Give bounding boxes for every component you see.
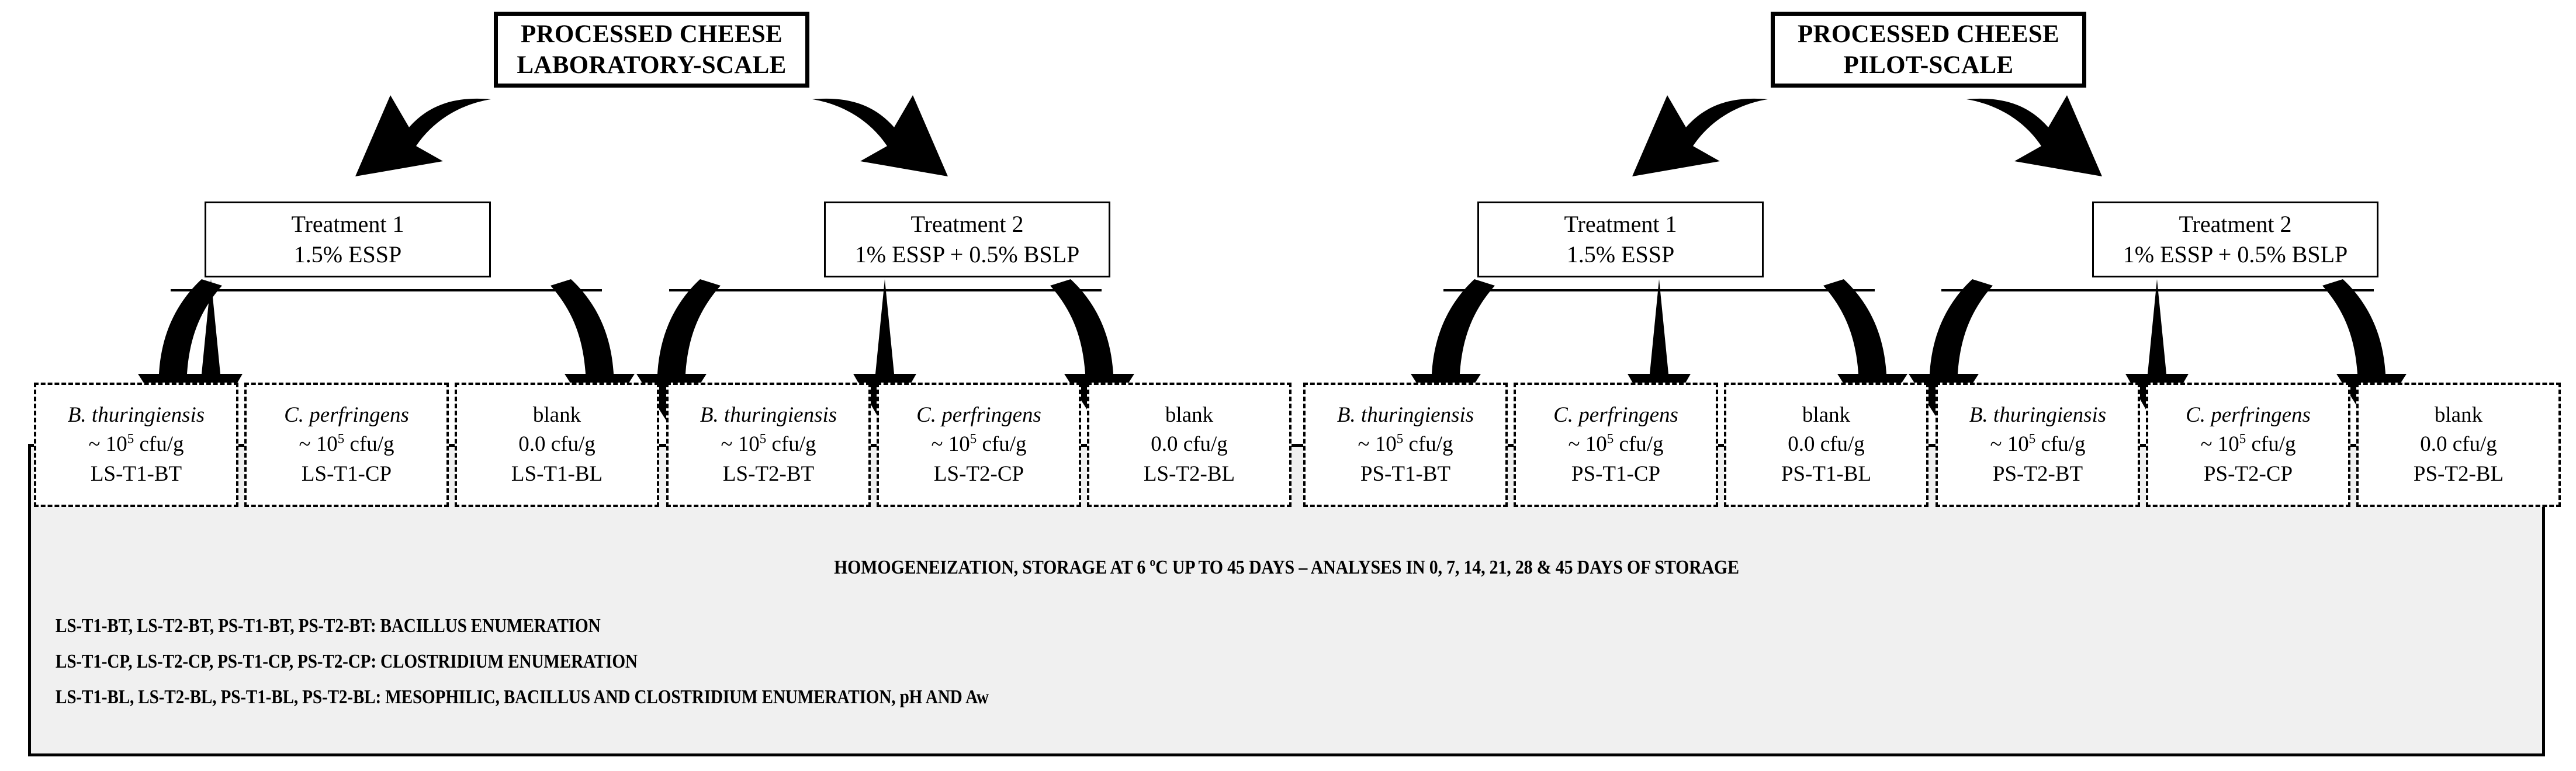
cell-count: 0.0 cfu/g <box>1788 432 1865 457</box>
organism-name: blank <box>2434 403 2483 428</box>
arrow-ps-title-to-t2 <box>1966 95 2102 176</box>
sample-box-ps-t2-cp: C. perfringens ~ 105 cfu/g PS-T2-CP <box>2146 383 2350 507</box>
sample-code: LS-T1-BT <box>90 461 182 486</box>
legend-line-blank: LS-T1-BL, LS-T2-BL, PS-T1-BL, PS-T2-BL: … <box>56 686 989 708</box>
sample-box-ls-t1-cp: C. perfringens ~ 105 cfu/g LS-T1-CP <box>244 383 449 507</box>
sample-code: LS-T2-BT <box>722 461 815 486</box>
treatment-box-ps-t1: Treatment 1 1.5% ESSP <box>1477 202 1764 277</box>
sample-box-ls-t2-bt: B. thuringiensis ~ 105 cfu/g LS-T2-BT <box>666 383 871 507</box>
organism-name: B. thuringiensis <box>1337 403 1474 428</box>
cell-count: ~ 105 cfu/g <box>88 432 184 457</box>
organism-name: blank <box>1802 403 1851 428</box>
sample-code: LS-T2-CP <box>933 461 1024 486</box>
treatment-line-2: 1.5% ESSP <box>293 241 402 268</box>
sample-code: PS-T2-BT <box>1992 461 2083 486</box>
organism-name: C. perfringens <box>1553 403 1678 428</box>
cell-count: ~ 105 cfu/g <box>721 432 816 457</box>
organism-name: B. thuringiensis <box>1969 403 2107 428</box>
organism-name: C. perfringens <box>916 403 1041 428</box>
title-box-pilot-scale: PROCESSED CHEESE PILOT-SCALE <box>1771 12 2086 88</box>
treatment-line-2: 1% ESSP + 0.5% BSLP <box>854 241 1080 268</box>
sample-box-ps-t2-bt: B. thuringiensis ~ 105 cfu/g PS-T2-BT <box>1936 383 2140 507</box>
title-line-1: PROCESSED CHEESE <box>1797 20 2060 48</box>
treatment-box-ls-t2: Treatment 2 1% ESSP + 0.5% BSLP <box>824 202 1110 277</box>
treatment-line-2: 1% ESSP + 0.5% BSLP <box>2123 241 2348 268</box>
treatment-line-1: Treatment 1 <box>291 211 404 237</box>
organism-name: B. thuringiensis <box>67 403 205 428</box>
legend-line-clostridium: LS-T1-CP, LS-T2-CP, PS-T1-CP, PS-T2-CP: … <box>56 651 638 672</box>
title-box-laboratory-scale: PROCESSED CHEESE LABORATORY-SCALE <box>494 12 809 88</box>
arrow-ls-title-to-t1 <box>355 95 491 176</box>
cell-count: ~ 105 cfu/g <box>1358 432 1453 457</box>
cell-count: ~ 105 cfu/g <box>931 432 1027 457</box>
sample-box-ps-t1-bt: B. thuringiensis ~ 105 cfu/g PS-T1-BT <box>1303 383 1508 507</box>
sample-code: LS-T1-BL <box>511 461 603 486</box>
sample-code: LS-T2-BL <box>1143 461 1235 486</box>
homogenization-storage-text: HOMOGENEIZATION, STORAGE AT 6 ºC UP TO 4… <box>834 557 1739 578</box>
sample-box-ps-t1-bl: blank 0.0 cfu/g PS-T1-BL <box>1724 383 1928 507</box>
cell-count: ~ 105 cfu/g <box>1568 432 1664 457</box>
organism-name: B. thuringiensis <box>700 403 837 428</box>
treatment-line-1: Treatment 2 <box>910 211 1024 237</box>
organism-name: C. perfringens <box>2186 403 2311 428</box>
sample-box-ls-t2-bl: blank 0.0 cfu/g LS-T2-BL <box>1087 383 1292 507</box>
cell-count: ~ 105 cfu/g <box>2200 432 2296 457</box>
sample-code: LS-T1-CP <box>301 461 392 486</box>
sample-code: PS-T1-BL <box>1781 461 1872 486</box>
sample-code: PS-T2-CP <box>2203 461 2293 486</box>
sample-box-ps-t1-cp: C. perfringens ~ 105 cfu/g PS-T1-CP <box>1514 383 1718 507</box>
sample-code: PS-T1-CP <box>1571 461 1661 486</box>
organism-name: C. perfringens <box>284 403 409 428</box>
sample-box-ls-t2-cp: C. perfringens ~ 105 cfu/g LS-T2-CP <box>877 383 1081 507</box>
treatment-line-1: Treatment 1 <box>1564 211 1677 237</box>
cell-count: ~ 105 cfu/g <box>1990 432 2086 457</box>
organism-name: blank <box>532 403 581 428</box>
sample-code: PS-T1-BT <box>1360 461 1451 486</box>
cell-count: 0.0 cfu/g <box>1151 432 1228 457</box>
arrow-ls-title-to-t2 <box>812 95 948 176</box>
treatment-box-ps-t2: Treatment 2 1% ESSP + 0.5% BSLP <box>2092 202 2378 277</box>
title-line-1: PROCESSED CHEESE <box>520 20 783 48</box>
sample-box-ls-t1-bt: B. thuringiensis ~ 105 cfu/g LS-T1-BT <box>34 383 238 507</box>
arrow-ps-title-to-t1 <box>1632 95 1768 176</box>
treatment-line-2: 1.5% ESSP <box>1566 241 1675 268</box>
cell-count: ~ 105 cfu/g <box>299 432 394 457</box>
sample-box-ls-t1-bl: blank 0.0 cfu/g LS-T1-BL <box>455 383 659 507</box>
organism-name: blank <box>1165 403 1214 428</box>
treatment-box-ls-t1: Treatment 1 1.5% ESSP <box>205 202 491 277</box>
title-line-2: PILOT-SCALE <box>1843 51 2014 79</box>
treatment-line-1: Treatment 2 <box>2179 211 2292 237</box>
cell-count: 0.0 cfu/g <box>518 432 595 457</box>
legend-line-bacillus: LS-T1-BT, LS-T2-BT, PS-T1-BT, PS-T2-BT: … <box>56 615 601 637</box>
sample-box-ps-t2-bl: blank 0.0 cfu/g PS-T2-BL <box>2356 383 2561 507</box>
cell-count: 0.0 cfu/g <box>2420 432 2497 457</box>
sample-code: PS-T2-BL <box>2413 461 2504 486</box>
title-line-2: LABORATORY-SCALE <box>517 51 787 79</box>
